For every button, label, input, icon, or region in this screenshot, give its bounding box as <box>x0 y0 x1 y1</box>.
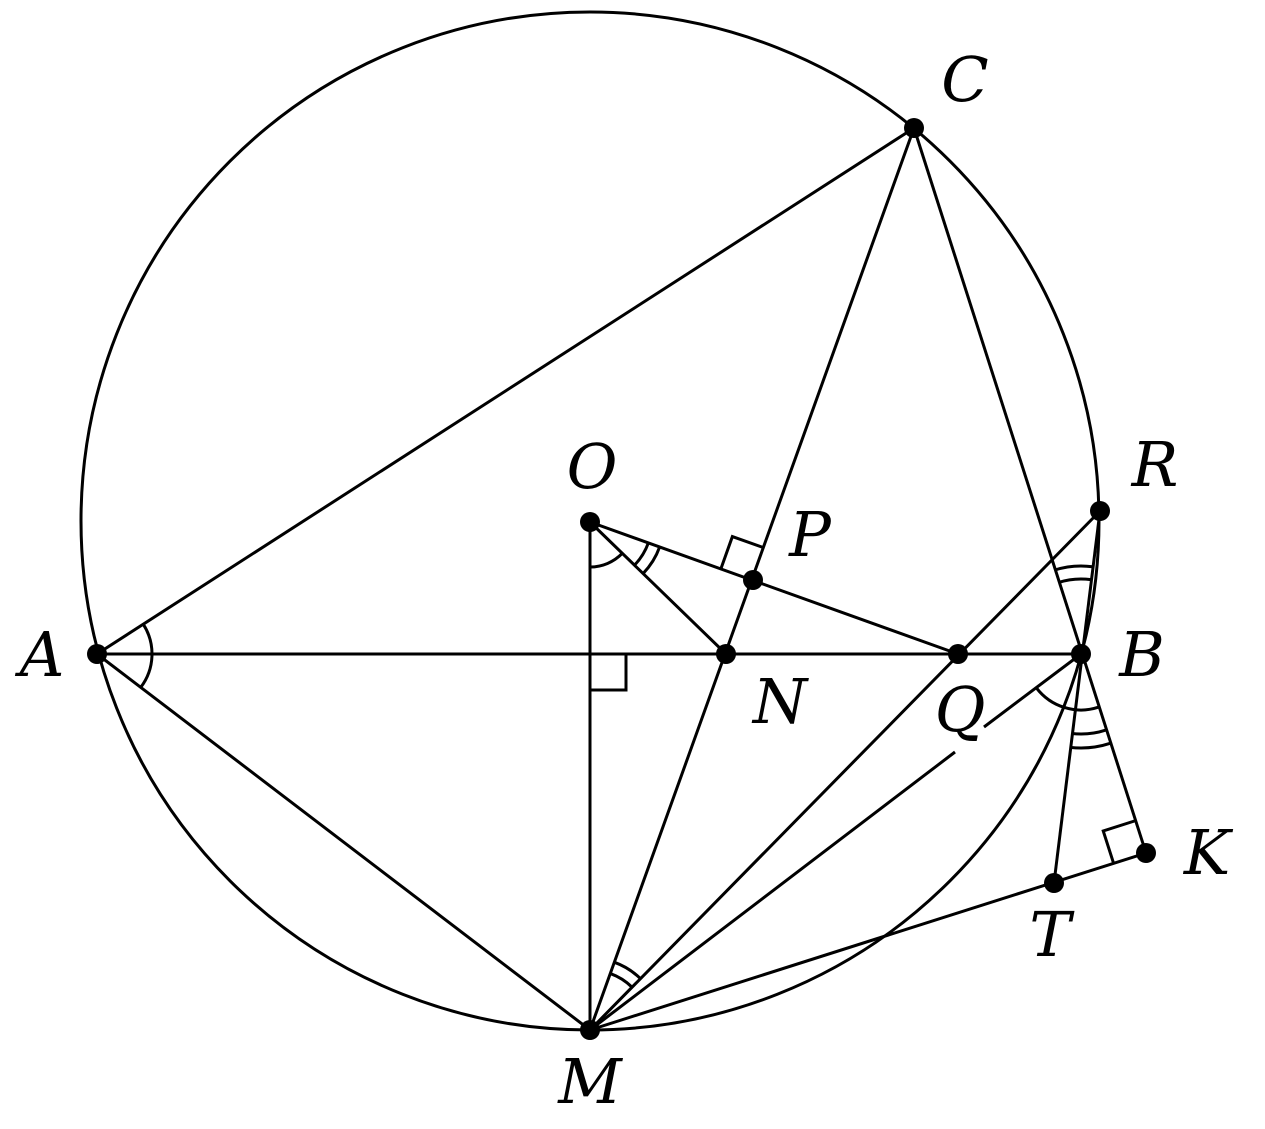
point-M <box>580 1020 600 1040</box>
point-Q <box>948 644 968 664</box>
angle-mark-O-double-1 <box>633 542 650 567</box>
angle-mark-O-double-2 <box>642 546 662 575</box>
point-N <box>716 644 736 664</box>
point-T <box>1044 873 1064 893</box>
label-C: C <box>941 43 988 116</box>
segment-MB-lower <box>589 750 956 1032</box>
angle-mark-B-lower-2 <box>1069 741 1111 750</box>
angle-mark-B-upper-2 <box>1053 564 1093 572</box>
angle-mark-M-1 <box>609 972 634 989</box>
right-angle-mark-foot <box>590 654 628 692</box>
segment-ON <box>588 520 728 656</box>
label-Q: Q <box>935 673 986 746</box>
segment-AM <box>96 652 591 1032</box>
point-A <box>87 644 107 664</box>
angle-mark-M-2 <box>613 960 642 980</box>
angle-mark-B-lower-1 <box>1071 728 1107 736</box>
label-R: R <box>1131 428 1179 501</box>
label-T: T <box>1029 898 1075 971</box>
label-N: N <box>751 665 810 738</box>
point-O <box>580 512 600 532</box>
point-P <box>743 570 763 590</box>
segment-OQ <box>589 520 959 656</box>
label-O: O <box>567 430 618 503</box>
right-angle-mark-K <box>1101 819 1137 864</box>
right-angle-mark-P <box>719 534 765 570</box>
segment-RM <box>588 509 1102 1032</box>
label-M: M <box>557 1045 623 1118</box>
point-C <box>904 118 924 138</box>
angle-mark-O-single <box>589 552 624 569</box>
point-B <box>1071 644 1091 664</box>
label-P: P <box>788 498 832 571</box>
segment-MB-upper <box>983 652 1082 729</box>
angle-mark-B-lower-single <box>1035 687 1099 712</box>
point-R <box>1090 501 1110 521</box>
label-K: K <box>1183 816 1234 889</box>
segment-AC <box>96 126 915 656</box>
segment-RT <box>1052 510 1102 884</box>
label-A: A <box>15 618 65 691</box>
angle-mark-A <box>139 623 154 689</box>
point-K <box>1136 843 1156 863</box>
label-B: B <box>1118 618 1165 691</box>
angle-mark-B-upper-1 <box>1057 577 1092 584</box>
segment-CK <box>912 127 1148 854</box>
